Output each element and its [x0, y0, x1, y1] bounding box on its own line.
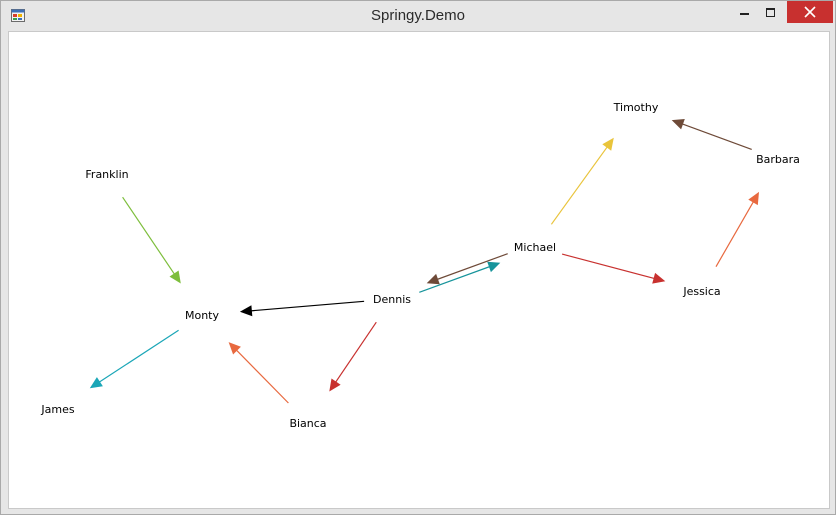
window-title: Springy.Demo [371, 7, 465, 24]
maximize-icon [766, 8, 775, 17]
edge-monty-to-james [89, 329, 179, 389]
edge-arrowhead [239, 305, 253, 317]
minimize-icon [740, 13, 749, 15]
edge-line [715, 198, 756, 267]
edge-dennis-to-michael [419, 261, 501, 293]
edge-arrowhead [671, 119, 685, 130]
node-james[interactable]: James [40, 403, 74, 416]
edge-line [333, 321, 377, 386]
node-michael[interactable]: Michael [514, 241, 556, 254]
edge-jessica-to-barbara [715, 191, 759, 267]
edge-franklin-to-monty [122, 196, 181, 284]
edge-line [96, 329, 179, 385]
edge-arrowhead [487, 261, 501, 273]
edge-line [561, 253, 658, 280]
maximize-button[interactable] [757, 1, 783, 23]
edge-line [419, 264, 494, 293]
edge-dennis-to-bianca [329, 321, 377, 392]
edge-line [122, 196, 177, 278]
edge-michael-to-jessica [561, 253, 666, 284]
node-franklin[interactable]: Franklin [85, 168, 128, 181]
edge-michael-to-dennis [426, 253, 508, 285]
edge-arrowhead [228, 342, 241, 355]
edge-arrowhead [329, 378, 341, 392]
edge-line [247, 300, 365, 312]
node-monty[interactable]: Monty [185, 309, 220, 322]
node-barbara[interactable]: Barbara [756, 153, 800, 166]
edge-line [678, 122, 752, 150]
edge-line [433, 253, 508, 282]
node-timothy[interactable]: Timothy [613, 101, 659, 114]
node-dennis[interactable]: Dennis [373, 293, 411, 306]
edge-arrowhead [652, 272, 666, 284]
node-bianca[interactable]: Bianca [289, 417, 326, 430]
app-icon [11, 9, 25, 22]
node-jessica[interactable]: Jessica [682, 285, 720, 298]
edge-barbara-to-timothy [671, 119, 752, 150]
graph-canvas[interactable] [8, 31, 830, 509]
edge-arrowhead [169, 270, 181, 284]
edge-michael-to-timothy [550, 137, 614, 225]
close-button[interactable] [787, 1, 833, 23]
edge-arrowhead [748, 191, 759, 206]
edge-bianca-to-monty [228, 342, 289, 404]
edge-dennis-to-monty [239, 300, 365, 317]
edge-arrowhead [89, 377, 103, 389]
minimize-button[interactable] [732, 1, 756, 23]
title-bar[interactable]: Springy.Demo [1, 1, 835, 31]
edge-line [550, 143, 610, 225]
edges-layer [89, 119, 759, 404]
close-icon [804, 6, 816, 18]
edge-arrowhead [602, 137, 614, 151]
edge-arrowhead [426, 273, 440, 285]
edge-line [233, 347, 289, 404]
